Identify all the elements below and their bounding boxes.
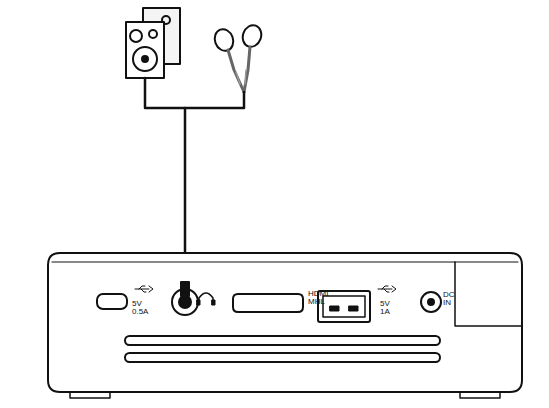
port-label: 5V 0.5A <box>132 300 148 317</box>
usb-a-port <box>318 286 396 322</box>
port-label: HDMI MHL <box>308 290 328 307</box>
earphones-icon <box>212 23 264 92</box>
dc-in-jack <box>421 292 441 312</box>
speaker-icon <box>126 8 180 78</box>
headphone-jack <box>172 282 215 315</box>
projector-body <box>48 253 522 398</box>
hdmi-port <box>233 294 303 312</box>
port-label: 5V 1A <box>380 300 390 317</box>
port-label: DC IN <box>443 291 455 308</box>
micro-usb-port <box>97 286 153 309</box>
